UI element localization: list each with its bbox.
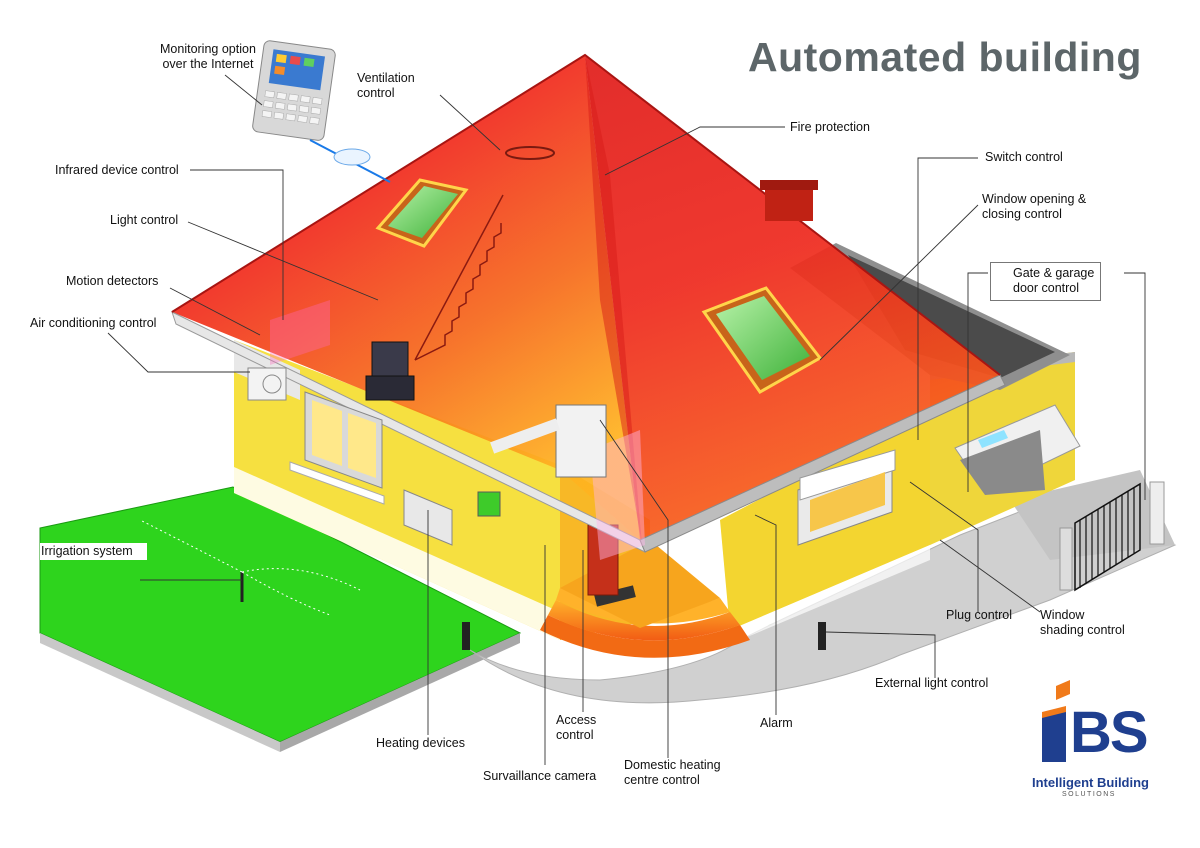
- label-window-shading: Window shading control: [1040, 608, 1125, 638]
- label-light: Light control: [110, 213, 178, 228]
- smartphone: [252, 40, 336, 141]
- label-ventilation: Ventilation control: [357, 71, 415, 101]
- label-motion: Motion detectors: [66, 274, 158, 289]
- label-switch: Switch control: [985, 150, 1063, 165]
- computer: [366, 342, 414, 400]
- label-fire-protection: Fire protection: [790, 120, 870, 135]
- label-domestic-heating: Domestic heating centre control: [624, 758, 721, 788]
- cloud: [334, 149, 370, 165]
- label-infrared: Infrared device control: [55, 163, 179, 178]
- label-monitoring: Monitoring option over the Internet: [160, 42, 256, 72]
- ac-unit: [248, 368, 286, 400]
- logo-name: Intelligent Building: [1032, 775, 1149, 790]
- logo-letters: BS: [1070, 702, 1147, 764]
- page-title: Automated building: [748, 34, 1142, 81]
- label-heating-devices: Heating devices: [376, 736, 465, 751]
- label-alarm: Alarm: [760, 716, 793, 731]
- label-external-light: External light control: [875, 676, 988, 691]
- label-access: Access control: [556, 713, 596, 743]
- ibs-logo: BS Intelligent Building SOLUTIONS: [1030, 680, 1150, 800]
- label-window-opening: Window opening & closing control: [982, 192, 1086, 222]
- label-camera: Survaillance camera: [483, 769, 596, 784]
- label-plug: Plug control: [946, 608, 1012, 623]
- label-gate: Gate & garage door control: [990, 262, 1101, 301]
- logo-tagline: SOLUTIONS: [1062, 791, 1116, 798]
- label-air-conditioning: Air conditioning control: [30, 316, 156, 331]
- label-irrigation: Irrigation system: [40, 543, 147, 560]
- green-panel: [478, 492, 500, 516]
